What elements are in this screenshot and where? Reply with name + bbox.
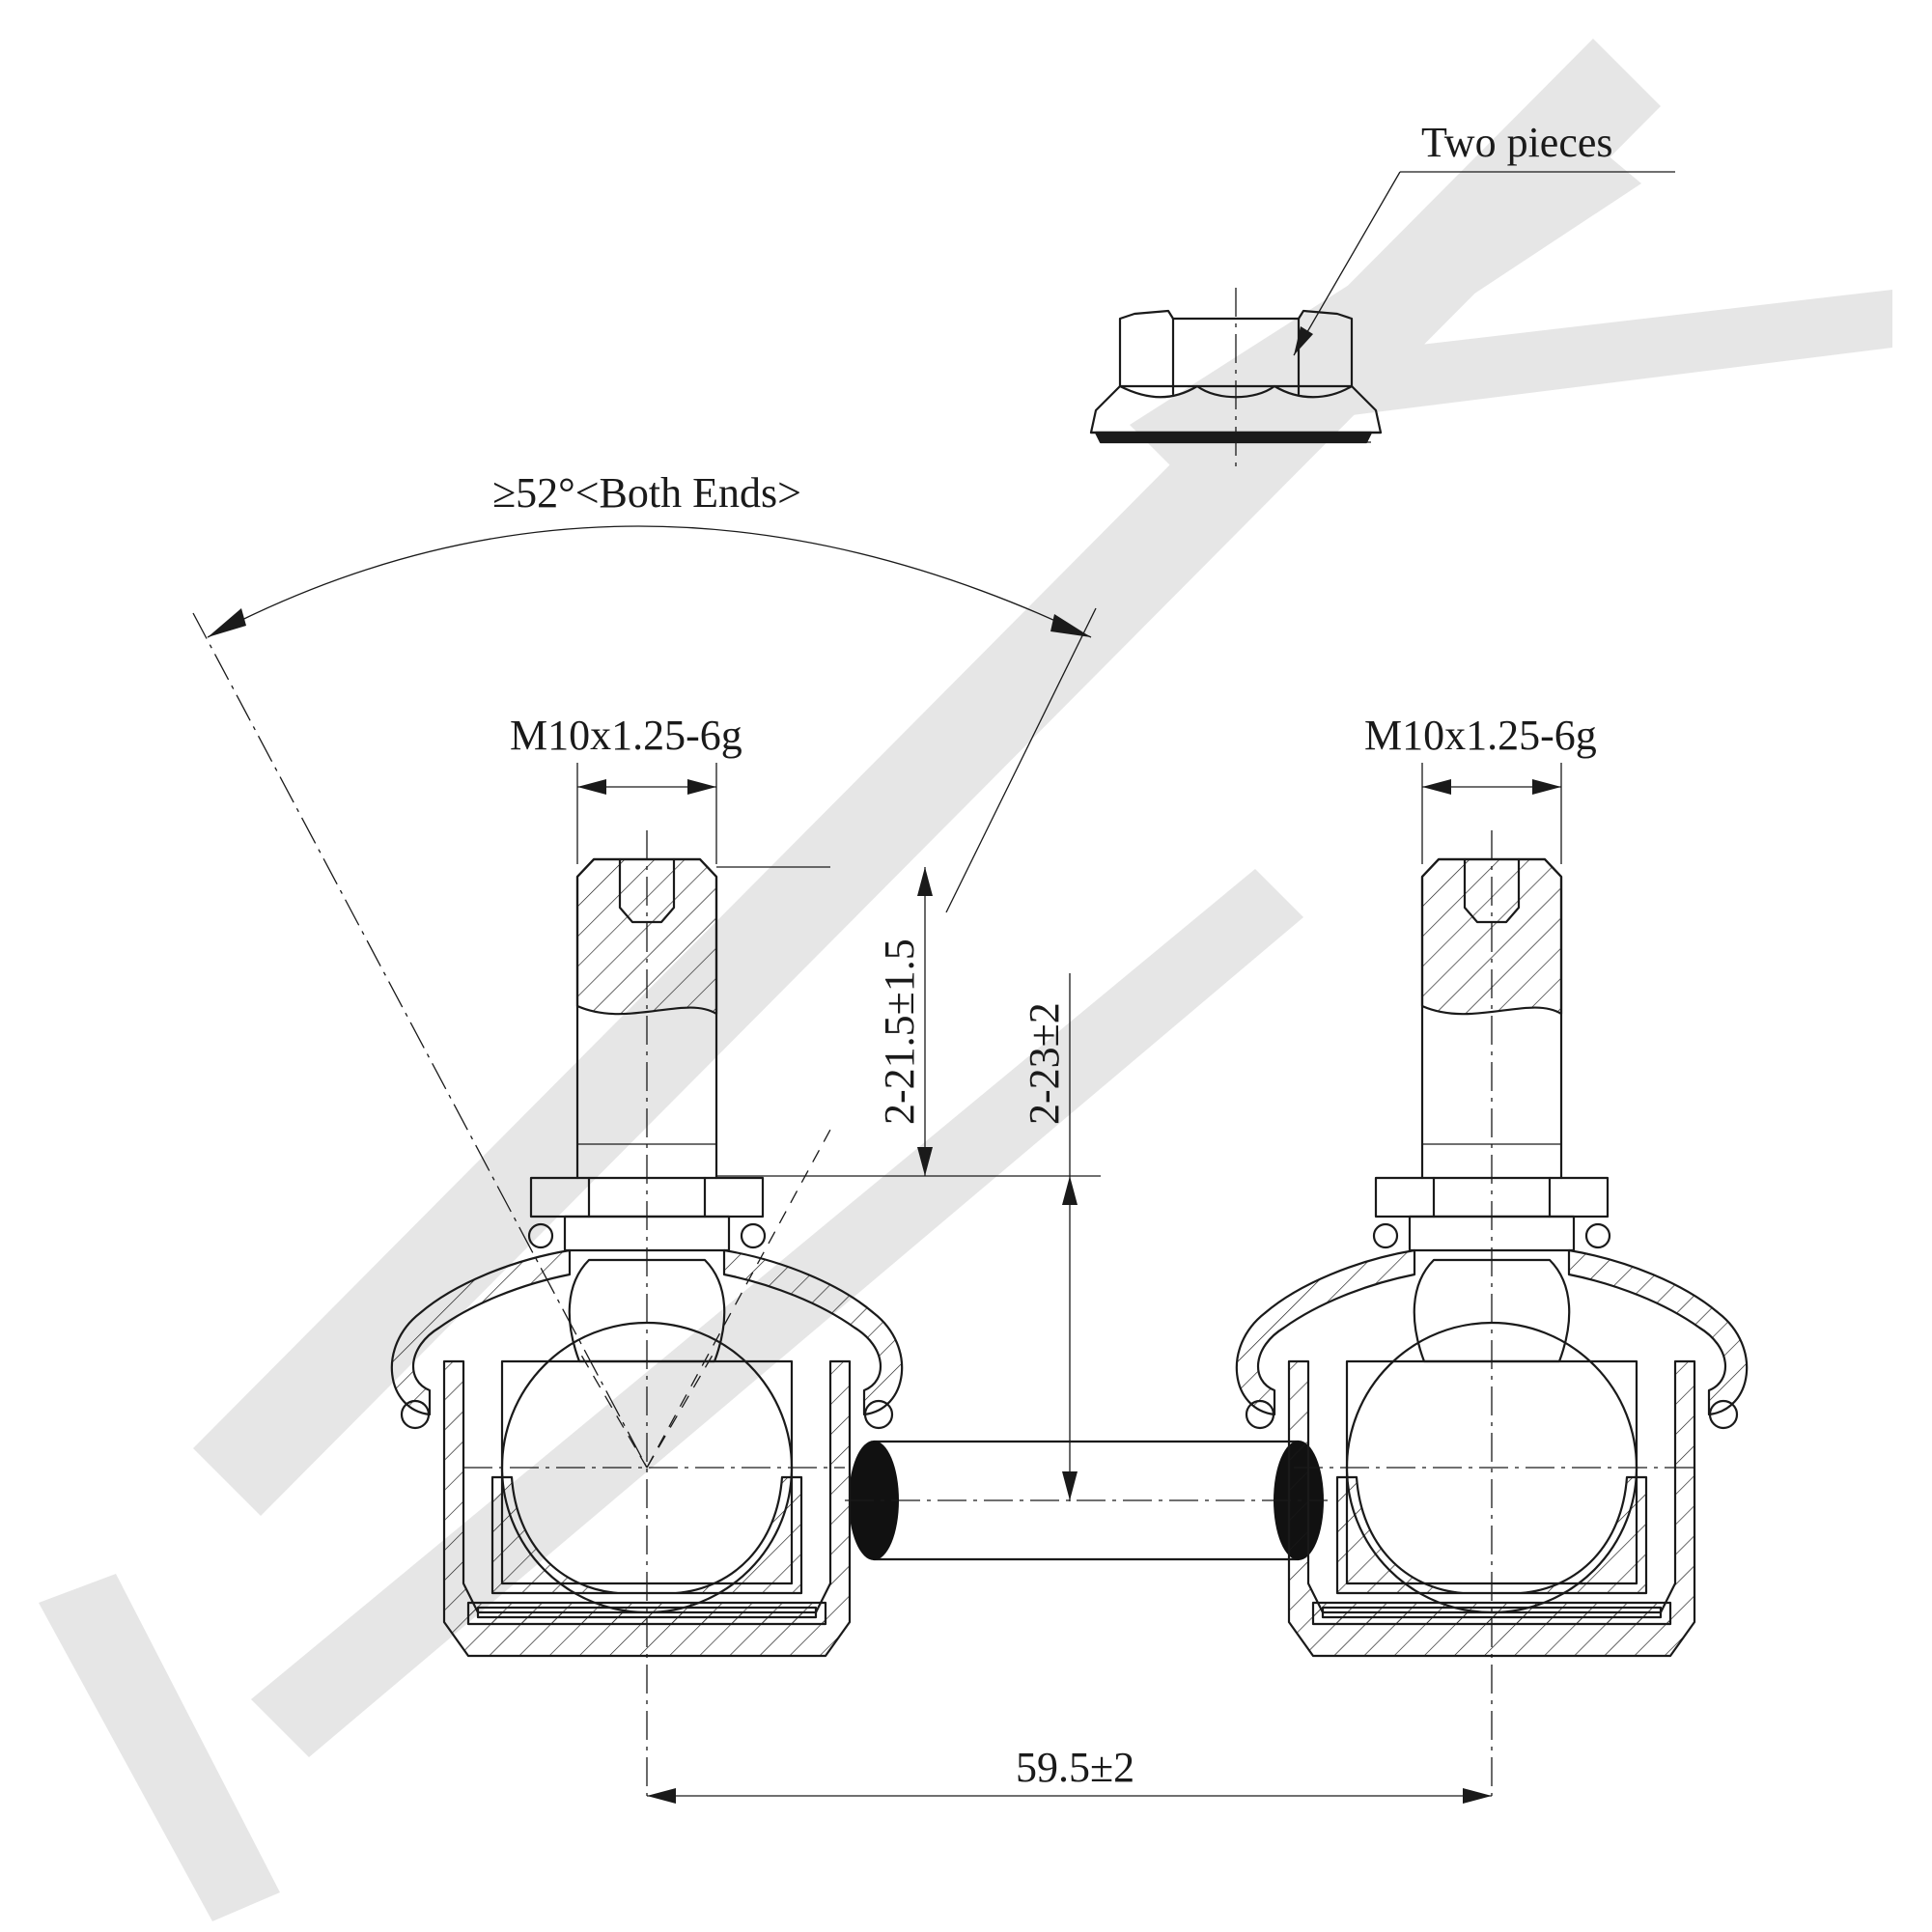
center-distance-label: 59.5±2 <box>1016 1744 1134 1791</box>
center-distance-dimension: 59.5±2 <box>647 1744 1492 1804</box>
thread-dimension-right: M10x1.25-6g <box>1364 712 1597 864</box>
center-lines <box>463 830 1699 1796</box>
angle-dimension: ≥52°<Both Ends> <box>192 469 1097 1469</box>
thread-label-left: M10x1.25-6g <box>510 712 742 759</box>
stud-length-label: 2-21.5±1.5 <box>876 938 923 1125</box>
nut-callout: Two pieces <box>1293 119 1675 356</box>
flange-nut <box>1089 288 1383 473</box>
stud-height-dimension: 2-23±2 <box>1021 973 1078 1501</box>
nut-callout-label: Two pieces <box>1421 119 1613 166</box>
stud-length-dimension: 2-21.5±1.5 <box>716 866 1101 1177</box>
thread-dimension-left: M10x1.25-6g <box>510 712 742 864</box>
thread-label-right: M10x1.25-6g <box>1364 712 1597 759</box>
angle-label: ≥52°<Both Ends> <box>492 469 801 517</box>
stud-height-label: 2-23±2 <box>1021 1002 1068 1125</box>
